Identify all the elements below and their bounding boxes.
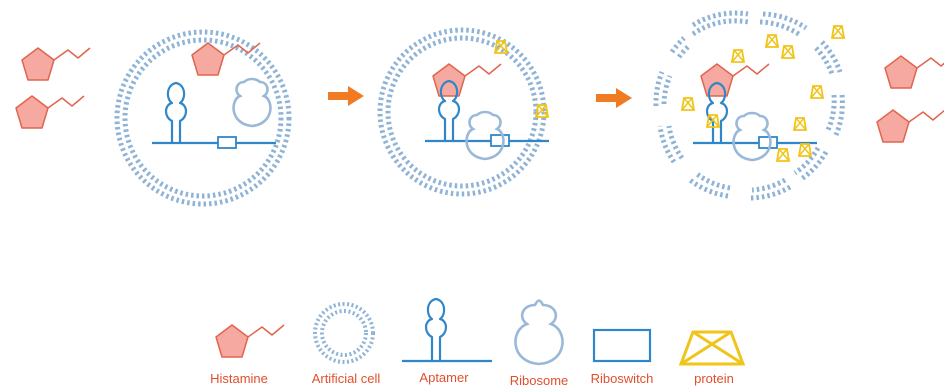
- legend-label-riboswitch: Riboswitch: [591, 371, 654, 386]
- protein-icon: [781, 45, 795, 59]
- histamine-icon: [15, 95, 85, 129]
- protein-icon: [494, 40, 508, 54]
- legend-label-histamine: Histamine: [210, 371, 268, 386]
- legend-item-ribosome: Ribosome: [510, 299, 569, 388]
- protein-icon: [793, 117, 807, 131]
- arrow-icon: [596, 88, 632, 108]
- artificial-cell-icon: [114, 29, 292, 207]
- legend: Histamine Artificial cell Aptamer Riboso…: [210, 297, 746, 388]
- aptamer-icon: [402, 297, 492, 363]
- legend-item-artificial-cell: Artificial cell: [312, 302, 381, 386]
- legend-item-protein: protein: [678, 330, 746, 386]
- protein-icon: [810, 85, 824, 99]
- protein-icon: [765, 34, 779, 48]
- histamine-icon: [700, 63, 770, 97]
- histamine-icon: [432, 63, 502, 97]
- aptamer-icon: [150, 81, 278, 150]
- legend-item-riboswitch: Riboswitch: [591, 328, 654, 386]
- panel-2: [377, 27, 551, 197]
- protein-icon: [678, 330, 746, 366]
- ribosome-icon: [232, 77, 272, 128]
- protein-icon: [831, 25, 845, 39]
- histamine-icon: [876, 109, 944, 143]
- artificial-cell-icon: [377, 27, 547, 197]
- histamine-icon: [215, 324, 285, 358]
- arrow-icon: [328, 86, 364, 106]
- legend-item-aptamer: Aptamer: [402, 297, 492, 385]
- legend-label-ribosome: Ribosome: [510, 373, 569, 388]
- artificial-cell-icon: [313, 302, 375, 364]
- panel-1: [15, 29, 292, 207]
- histamine-icon: [191, 42, 261, 76]
- riboswitch-icon: [592, 328, 652, 363]
- histamine-icon: [884, 55, 944, 89]
- legend-label-protein: protein: [694, 371, 734, 386]
- legend-item-histamine: Histamine: [210, 324, 285, 386]
- legend-label-aptamer: Aptamer: [419, 370, 469, 385]
- histamine-icon: [21, 47, 91, 81]
- panel-3: [653, 10, 944, 201]
- protein-icon: [731, 49, 745, 63]
- protein-icon: [798, 143, 812, 157]
- broken-membrane-icon: [653, 10, 845, 201]
- ribosome-icon: [514, 299, 564, 366]
- protein-icon: [681, 97, 695, 111]
- legend-label-artificial-cell: Artificial cell: [312, 371, 381, 386]
- protein-icon: [776, 148, 790, 162]
